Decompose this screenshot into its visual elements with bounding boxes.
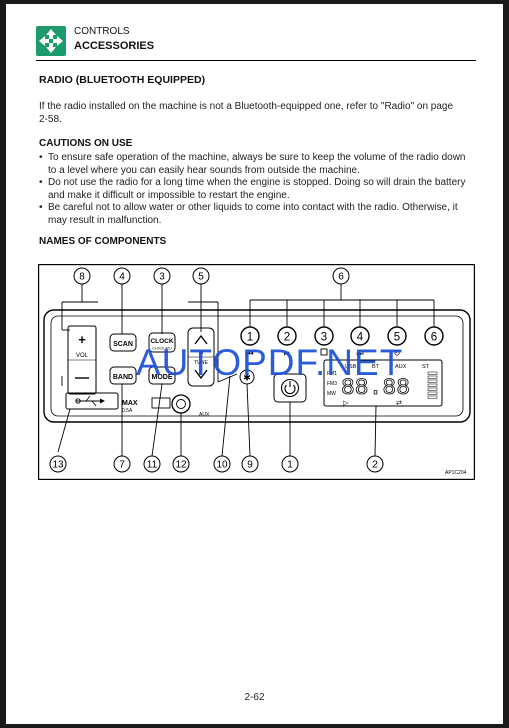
level-bar: [427, 395, 438, 399]
display-digits: 88.88: [341, 375, 410, 401]
callout-5: 5: [198, 272, 204, 283]
display-fm1: FM1: [327, 371, 337, 377]
display-bt: BT: [372, 364, 380, 370]
aux-jack-label: AUX: [199, 412, 210, 418]
tune-down-icon: [194, 369, 208, 380]
callout-13: 13: [52, 460, 64, 471]
display-st: ST: [422, 364, 430, 370]
tune-rocker: M TUNE: [187, 327, 215, 387]
section-heading: RADIO (BLUETOOTH EQUIPPED): [39, 74, 206, 86]
scan-button: [109, 333, 137, 352]
callout-12: 12: [175, 460, 187, 471]
intro-paragraph: If the radio installed on the machine is…: [39, 101, 454, 125]
level-bar: [427, 383, 438, 387]
volume-rocker: + VOL: [67, 325, 97, 395]
previous-track-icon: ⏮: [246, 349, 253, 358]
preset-5: 5: [394, 332, 400, 344]
aux-slot: [151, 397, 171, 409]
preset-3: 3: [321, 332, 327, 344]
preset-4: 4: [357, 332, 364, 344]
page-header: CONTROLS ACCESSORIES: [36, 24, 476, 61]
preset-6: 6: [431, 332, 437, 344]
clock-sub-label: CLOCK ADJ: [152, 347, 172, 351]
cautions-heading: CAUTIONS ON USE: [39, 138, 133, 149]
list-item: Do not use the radio for a long time whe…: [39, 177, 469, 202]
callout-1: 1: [287, 460, 293, 471]
usb-port: [65, 392, 119, 410]
scan-label: SCAN: [113, 341, 133, 348]
bluetooth-icon: ✱: [243, 373, 251, 383]
max-label: MAX: [122, 400, 138, 407]
play-pause-icon: ⏯: [284, 349, 290, 358]
level-bar: [427, 371, 438, 375]
clock-button: [148, 332, 176, 353]
controls-arrows-icon: [36, 26, 66, 56]
max-sub-label: 0.5A: [122, 408, 133, 414]
tune-label: TUNE: [194, 360, 208, 366]
clock-label: CLOCK: [150, 338, 173, 345]
display-mw: MW: [327, 391, 336, 397]
power-icon: [284, 384, 296, 395]
callout-6: 6: [338, 272, 344, 283]
level-bar: [427, 387, 438, 391]
stop-icon: [320, 348, 328, 356]
band-button: [109, 366, 137, 385]
display-fm3: FM3: [327, 381, 337, 387]
callout-2: 2: [372, 460, 378, 471]
radio-body: [43, 309, 471, 423]
cautions-list: To ensure safe operation of the machine,…: [39, 152, 469, 227]
display-aux: AUX: [395, 364, 407, 370]
header-section: CONTROLS: [74, 26, 130, 37]
level-bar: [427, 391, 438, 395]
repeat-icon: ↻: [394, 349, 401, 358]
callout-10: 10: [216, 460, 228, 471]
list-item: Be careful not to allow water or other l…: [39, 202, 469, 227]
band-label: BAND: [113, 374, 133, 381]
next-track-icon: ⏭: [356, 349, 363, 358]
vol-label: VOL: [76, 353, 89, 359]
list-item: To ensure safe operation of the machine,…: [39, 152, 469, 177]
callouts-bottom: 13 7 11 12 10 9 1 2: [49, 455, 384, 473]
tune-up-icon: [194, 334, 208, 345]
callout-11: 11: [147, 460, 158, 471]
display-repeat-icon: ⇄: [396, 400, 402, 407]
aux-jack: [171, 394, 191, 414]
manual-page: CONTROLS ACCESSORIES RADIO (BLUETOOTH EQ…: [6, 4, 503, 724]
watermark: AUTOPDF.NET: [136, 342, 404, 383]
radio-face: [50, 315, 464, 417]
callout-3: 3: [159, 272, 165, 283]
callout-9: 9: [247, 460, 253, 471]
m-label: M: [199, 350, 204, 356]
lcd-display: USB BT AUX ST FM1 FM3 MW 88.88 ▷ ⇄: [323, 359, 443, 407]
preset-2: 2: [284, 332, 290, 344]
radio-diagram: 8 4 3 5 6 + VOL SCAN BAND CLOCK CLOCK AD…: [38, 264, 475, 480]
display-play-icon: ▷: [343, 400, 349, 407]
header-title: ACCESSORIES: [74, 40, 155, 52]
page-number: 2-62: [244, 692, 265, 703]
display-usb: USB: [345, 364, 357, 370]
components-heading: NAMES OF COMPONENTS: [39, 236, 167, 247]
callout-4: 4: [119, 272, 125, 283]
callout-8: 8: [79, 272, 85, 283]
level-bar: [427, 375, 438, 379]
preset-1: 1: [247, 332, 253, 344]
callout-7: 7: [119, 460, 125, 471]
figure-id: AP1C204: [445, 470, 467, 476]
volume-plus-icon: +: [78, 332, 86, 347]
level-bar: [427, 379, 438, 383]
callouts-top: 8 4 3 5 6: [73, 267, 350, 285]
preset-buttons: 1 2 3 4 5 6: [240, 326, 444, 346]
mode-label: MODE: [152, 374, 173, 381]
